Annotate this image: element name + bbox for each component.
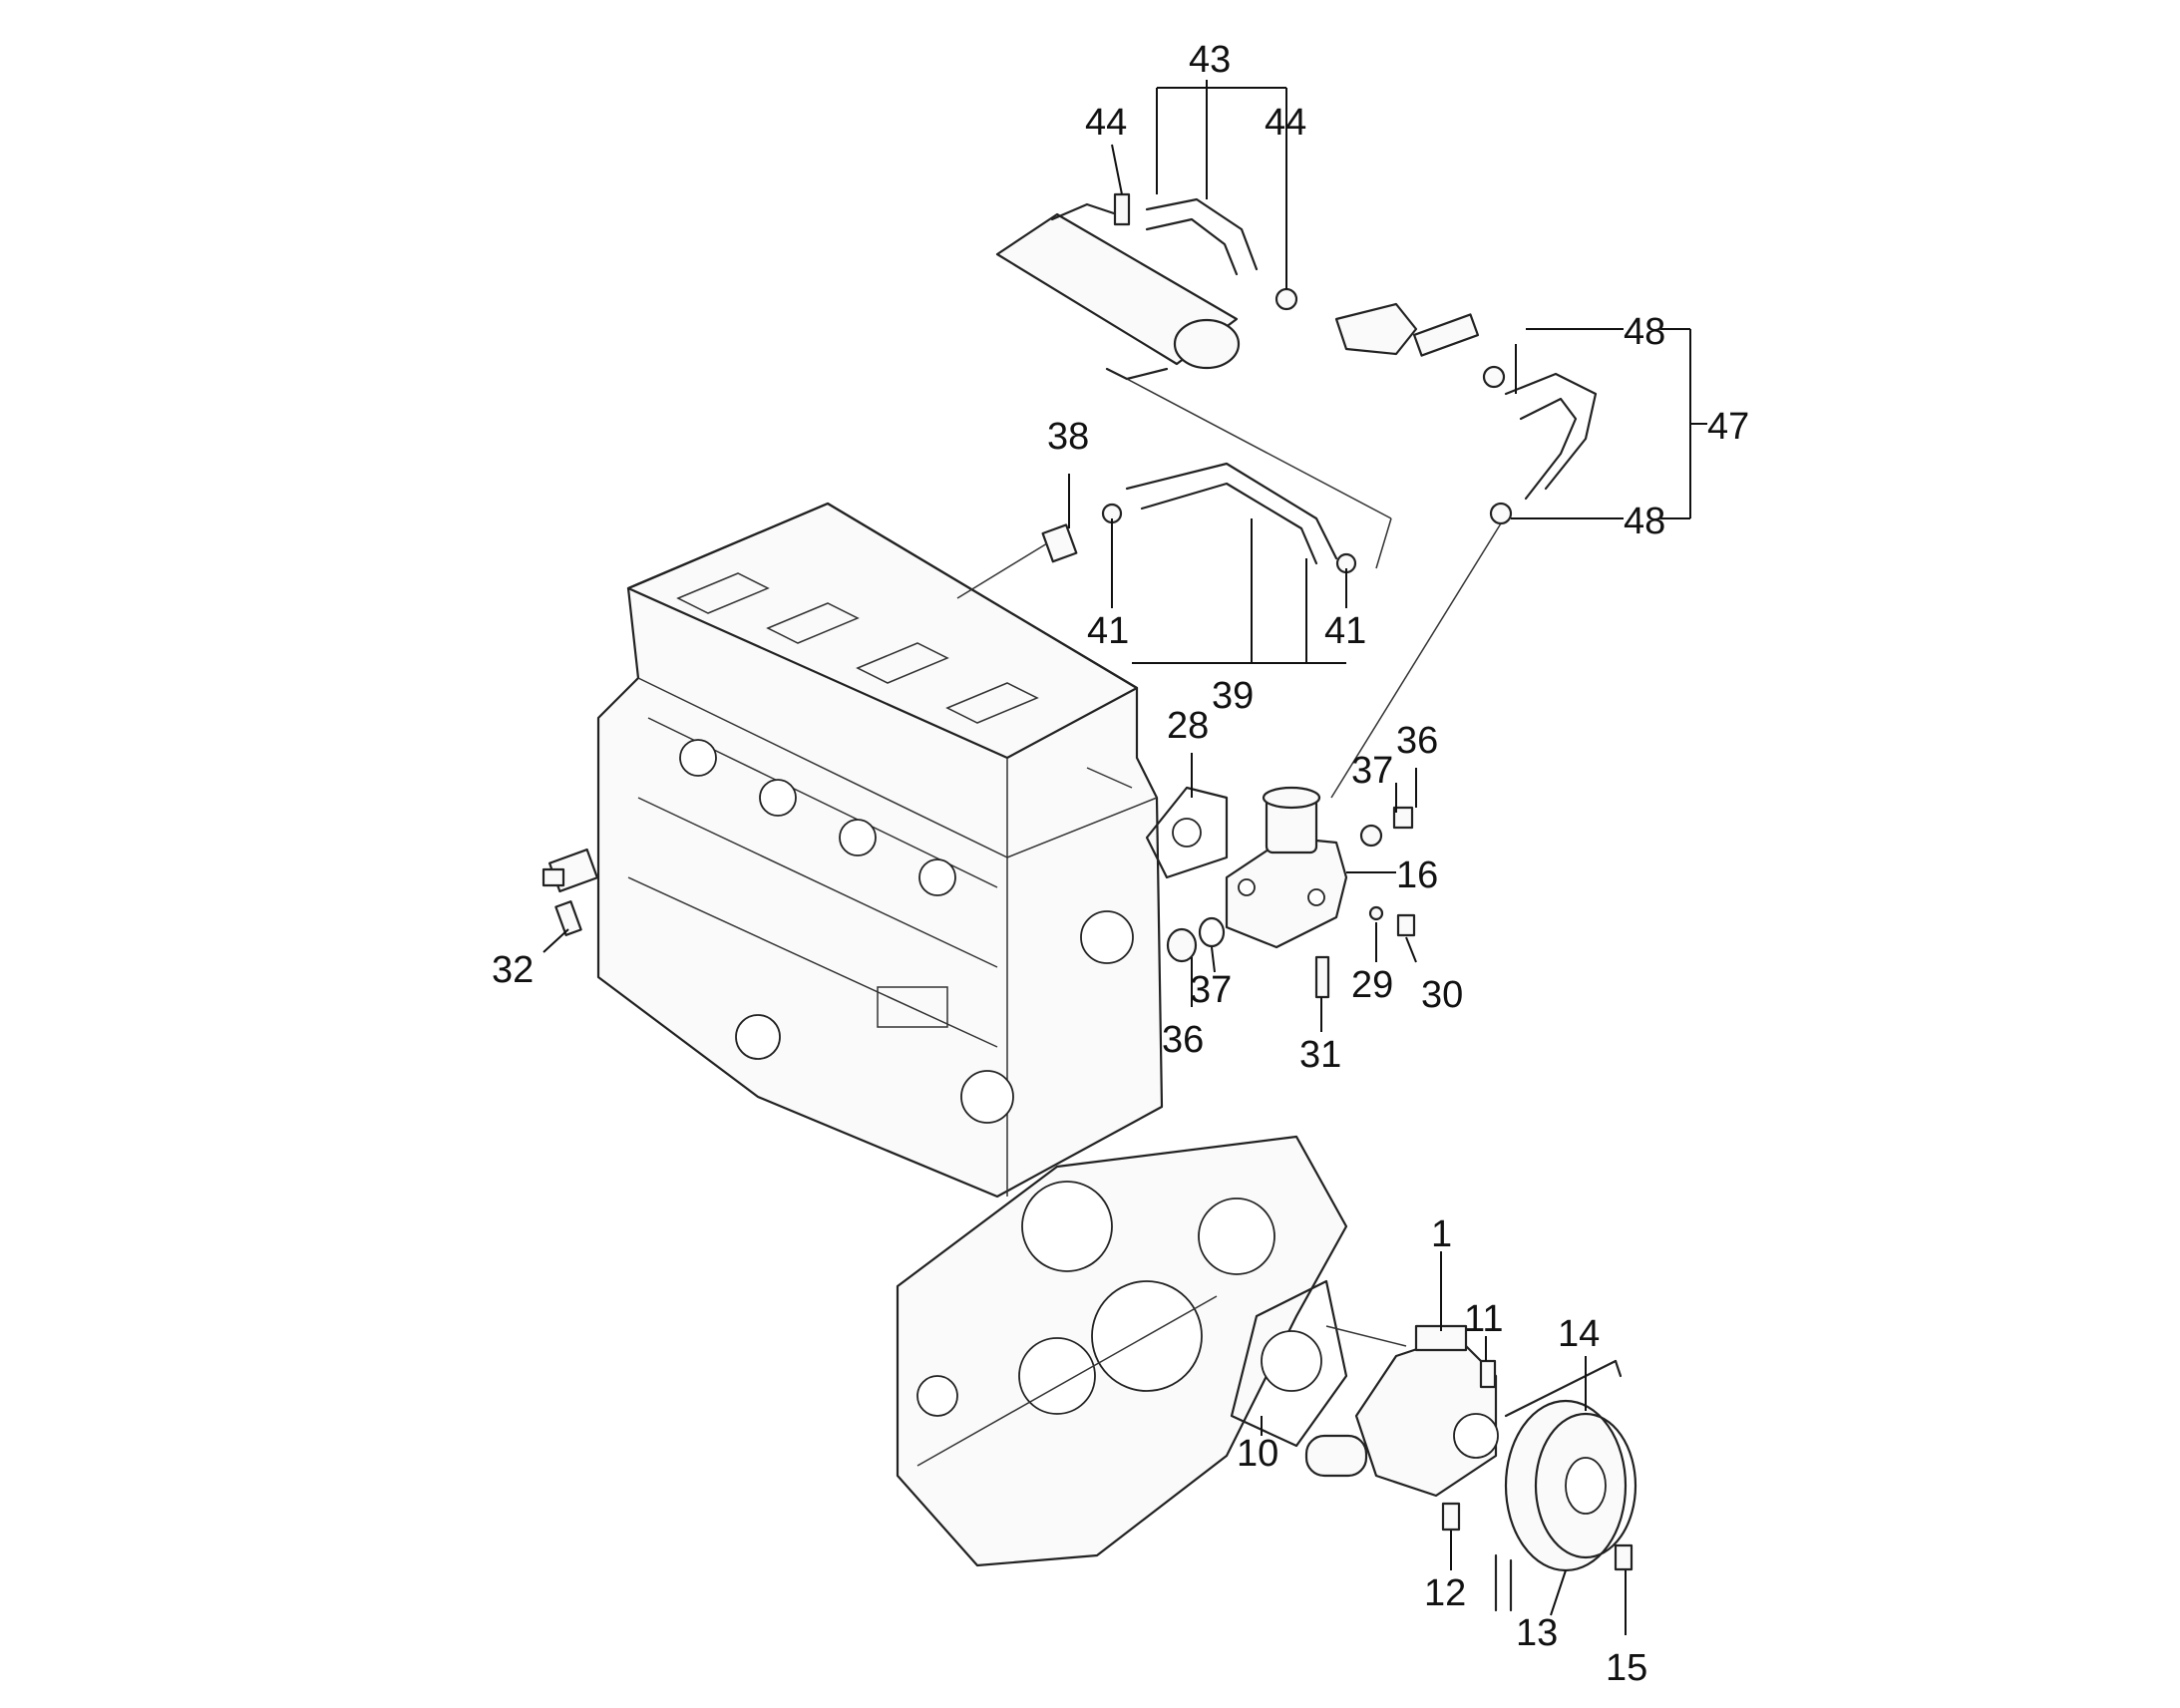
assembly-guide-lines bbox=[956, 378, 1502, 1347]
callout-16: 16 bbox=[1396, 854, 1438, 896]
callout-1: 1 bbox=[1431, 1213, 1452, 1255]
callout-36-lower: 36 bbox=[1162, 1019, 1204, 1061]
temperature-sender bbox=[542, 848, 599, 936]
callout-48-bottom: 48 bbox=[1624, 501, 1665, 542]
callout-14: 14 bbox=[1558, 1313, 1600, 1355]
callout-44-left: 44 bbox=[1085, 102, 1127, 144]
leader-lines bbox=[543, 80, 1707, 1635]
callout-48-top: 48 bbox=[1624, 311, 1665, 353]
oil-cooler bbox=[995, 202, 1241, 381]
bolts-lower bbox=[1441, 1359, 1634, 1571]
callout-39: 39 bbox=[1212, 675, 1254, 717]
water-pump bbox=[1304, 1324, 1499, 1498]
callout-47: 47 bbox=[1707, 406, 1749, 448]
callout-44-right: 44 bbox=[1265, 102, 1306, 144]
bypass-hose bbox=[1041, 462, 1357, 574]
callout-41-left: 41 bbox=[1087, 610, 1129, 652]
cylinder-block bbox=[596, 502, 1164, 1198]
callout-37-upper: 37 bbox=[1351, 750, 1393, 792]
callout-13: 13 bbox=[1516, 1612, 1558, 1654]
callout-11: 11 bbox=[1464, 1298, 1503, 1340]
callout-28: 28 bbox=[1167, 705, 1209, 747]
callout-32: 32 bbox=[492, 949, 534, 991]
callout-15: 15 bbox=[1606, 1647, 1647, 1689]
fan-pulley bbox=[1504, 1399, 1637, 1572]
thermostat-gasket bbox=[1145, 786, 1229, 879]
outlet-hose bbox=[1482, 365, 1598, 525]
callout-10: 10 bbox=[1237, 1433, 1278, 1475]
callout-37-lower: 37 bbox=[1190, 969, 1232, 1011]
callout-38: 38 bbox=[1047, 416, 1089, 458]
thermostat-housing bbox=[1225, 786, 1348, 949]
callout-30: 30 bbox=[1421, 974, 1463, 1016]
callout-43: 43 bbox=[1189, 39, 1231, 81]
callout-31: 31 bbox=[1299, 1034, 1341, 1076]
callout-labels: 43 44 44 48 47 48 38 41 41 39 28 37 36 1… bbox=[492, 39, 1749, 1689]
callout-12: 12 bbox=[1424, 1572, 1466, 1614]
v-belt bbox=[1494, 1359, 1623, 1612]
callout-29: 29 bbox=[1351, 964, 1393, 1006]
gear-case bbox=[896, 1135, 1348, 1567]
cooler-hose bbox=[1113, 192, 1298, 311]
callout-36-upper: 36 bbox=[1396, 720, 1438, 762]
water-return-pipe bbox=[1334, 302, 1480, 357]
callout-41-right: 41 bbox=[1324, 610, 1366, 652]
